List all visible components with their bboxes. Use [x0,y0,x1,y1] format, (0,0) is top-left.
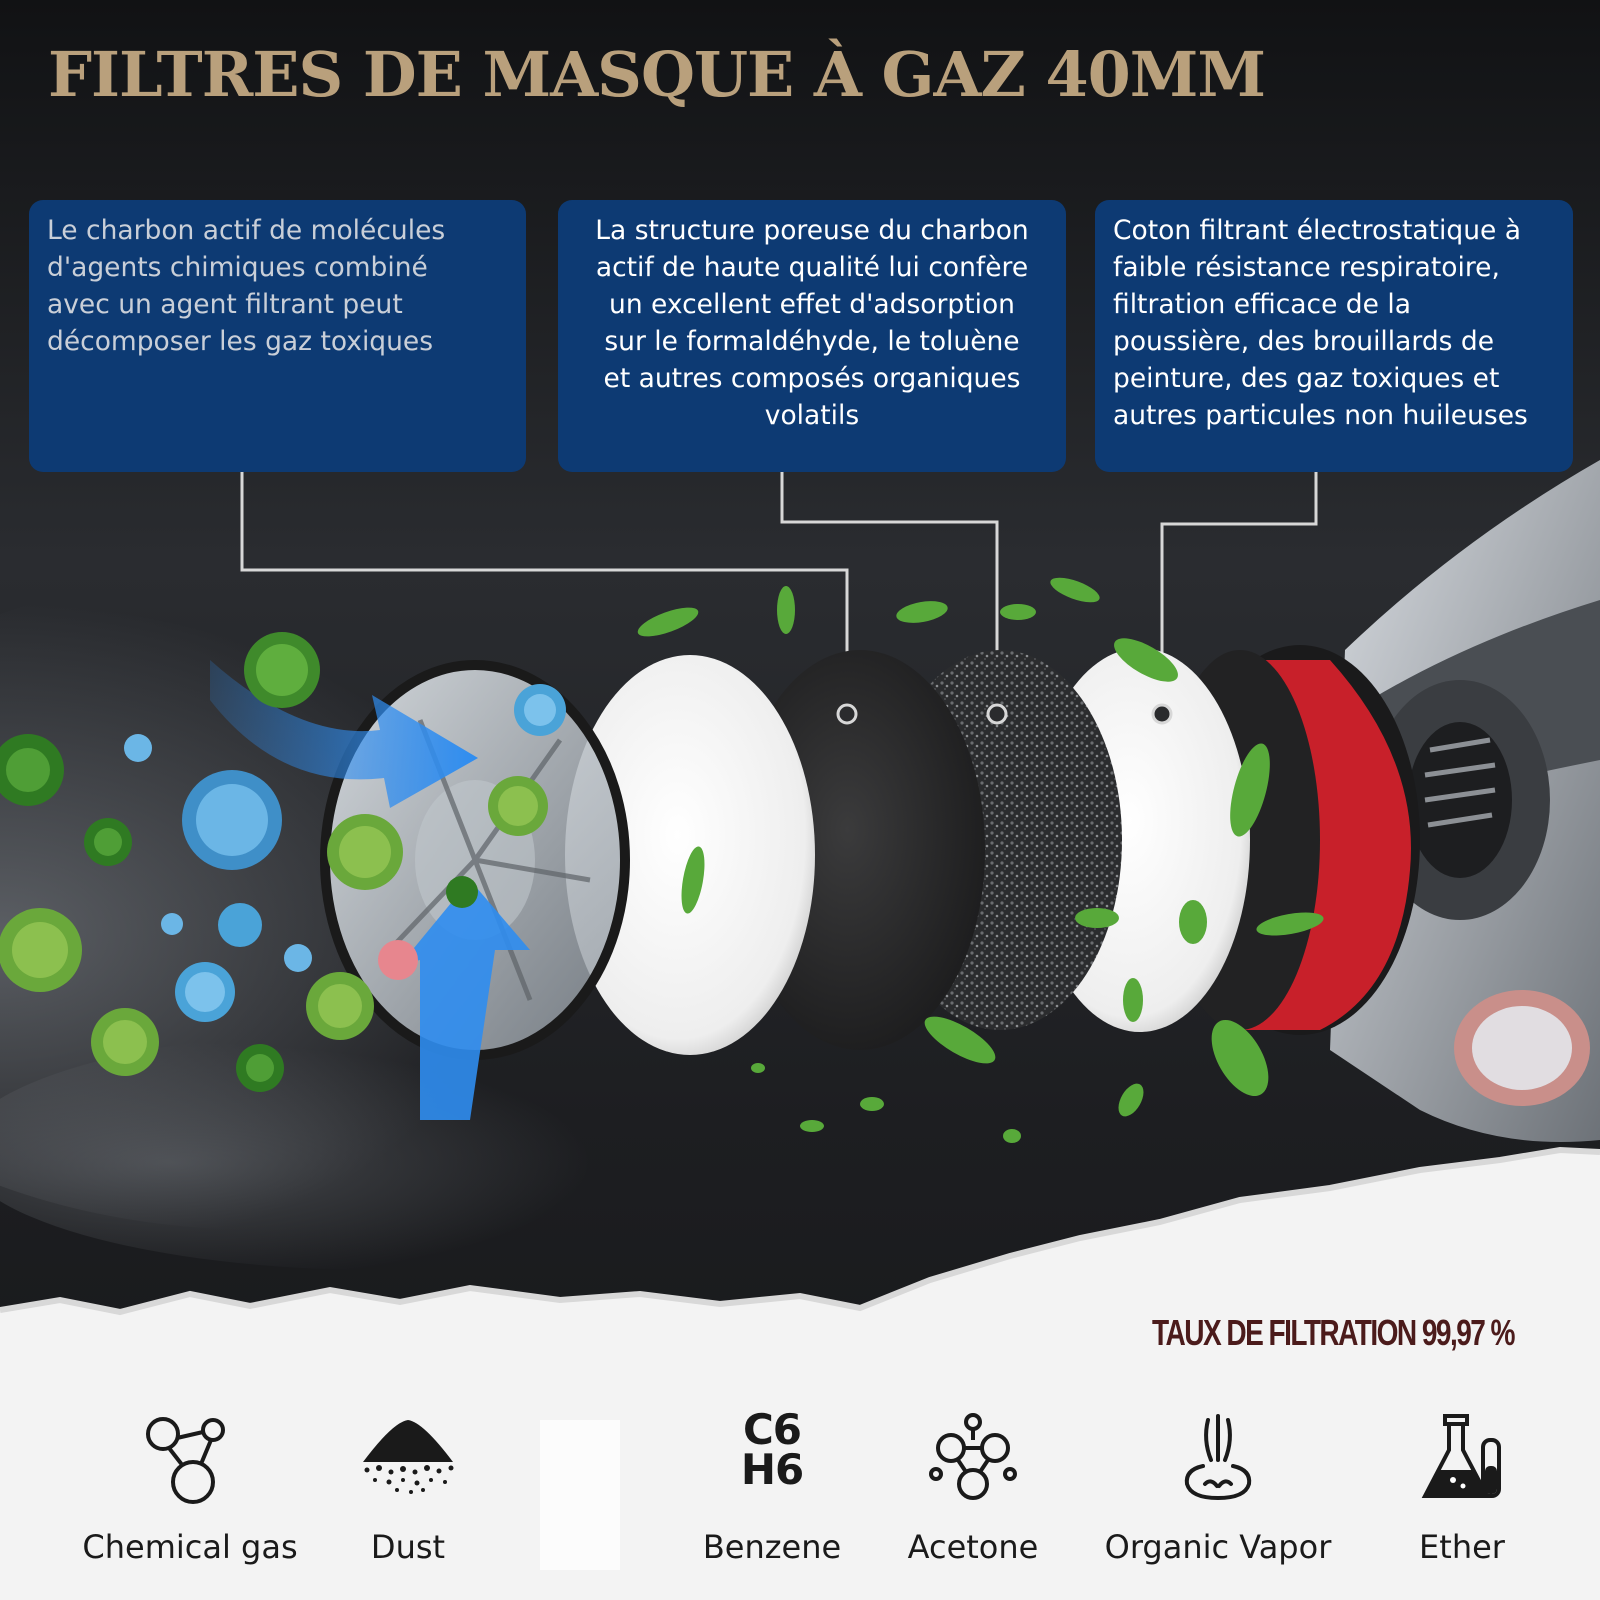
leaf-icon [1211,1020,1269,1096]
info-line: filtration efficace de la [1113,289,1411,320]
info-line: sur le formaldéhyde, le toluène [604,326,1020,357]
info-line: La structure poreuse du charbon [595,215,1029,246]
virus-blue-icon [182,770,282,870]
info-line: peinture, des gaz toxiques et [1113,363,1500,394]
leaf-icon [637,607,699,637]
virus-green-icon [236,1044,284,1092]
leaf-icon [777,586,795,634]
leaf-icon [800,1120,824,1132]
info-line: autres particules non huileuses [1113,400,1528,431]
info-line: un excellent effet d'adsorption [609,289,1015,320]
virus-green-icon [488,776,548,836]
virus-red-icon [378,940,418,980]
leaf-icon [1000,604,1036,620]
protection-label: Benzene [702,1528,842,1566]
info-line: et autres composés organiques [603,363,1021,394]
protection-organic-vapor: Organic Vapor [1088,1410,1348,1570]
info-box-electrostatic-cotton: Coton filtrant électrostatique à faible … [1095,200,1573,472]
protection-label: Organic Vapor [1104,1528,1332,1566]
virus-blue-icon [284,944,312,972]
protection-ether: Ether [1332,1410,1592,1570]
protection-label: Chemical gas [82,1528,298,1566]
leaf-icon [1003,1129,1021,1143]
filtration-rate: TAUX DE FILTRATION 99,97 % [1152,1312,1516,1353]
info-line: Le charbon actif de molécules [47,215,446,246]
virus-green-icon [327,814,403,890]
leaf-icon [1230,743,1270,837]
info-box-activated-carbon: Le charbon actif de molécules d'agents c… [29,200,526,472]
virus-green-icon [84,818,132,866]
info-line: actif de haute qualité lui confère [595,252,1029,283]
arrow-bottom-icon [400,880,530,1120]
torn-paper [0,1150,1600,1600]
connector-dots [836,703,1173,725]
formula-bottom: H6 [740,1445,804,1494]
virus-green-icon [244,632,320,708]
virus-blue-icon [514,684,566,736]
virus-blue-icon [161,913,183,935]
nose-vapor-icon [1184,1414,1252,1501]
formula-top: C6 [742,1405,802,1454]
lab-flask-icon [1421,1414,1501,1498]
leaf-icon [924,1016,996,1064]
info-line: poussière, des brouillards de [1113,326,1495,357]
molecule-chain-icon [146,1417,225,1504]
leaf-icon [1123,978,1143,1022]
virus-green-icon [91,1008,159,1076]
virus-blue-icon [218,903,262,947]
benzene-formula-icon: C6 H6 [740,1405,804,1494]
leaf-icon [896,601,948,623]
leaf-icon [1050,577,1100,603]
info-box-porous-structure: La structure poreuse du charbon actif de… [558,200,1066,472]
leaf-icon [681,846,705,914]
virus-blue-icon [124,734,152,762]
leaf-icon [1114,638,1178,682]
info-line: avec un agent filtrant peut [47,289,403,320]
protection-label: Dust [370,1528,446,1566]
protection-acetone: Acetone [843,1410,1103,1570]
leaves [637,577,1324,1143]
connector-lines [240,472,1318,714]
molecule-cluster-icon [929,1413,1017,1500]
info-line: décomposer les gaz toxiques [47,326,434,357]
protection-label: Acetone [907,1528,1039,1566]
faded-blank-mark [540,1420,620,1570]
leaf-icon [751,1063,765,1073]
virus-green-icon [446,876,478,908]
virus-blue-icon [175,962,235,1022]
arrow-top-icon [210,660,478,808]
leaf-icon [1256,912,1324,936]
virus-green-icon [0,908,82,992]
viruses [0,632,566,1092]
page-title: FILTRES DE MASQUE À GAZ 40MM [48,38,1266,111]
virus-green-icon [306,972,374,1040]
leaf-icon [1179,900,1207,944]
leaf-icon [1075,908,1119,928]
dust-pile-icon [363,1420,454,1494]
info-line: volatils [764,400,860,431]
protection-chemical-gas: Chemical gas [60,1410,320,1570]
leaf-icon [860,1097,884,1111]
virus-green-icon [0,734,64,806]
leaf-icon [1118,1083,1144,1117]
info-line: Coton filtrant électrostatique à [1113,215,1521,246]
airflow-arrows [210,660,530,1120]
protection-benzene: C6 H6 Benzene [642,1405,902,1570]
white-filter-layer [565,655,815,1055]
protection-label: Ether [1419,1528,1505,1566]
info-line: faible résistance respiratoire, [1113,252,1500,283]
info-line: d'agents chimiques combiné [47,252,428,283]
protection-dust: Dust [278,1410,538,1570]
